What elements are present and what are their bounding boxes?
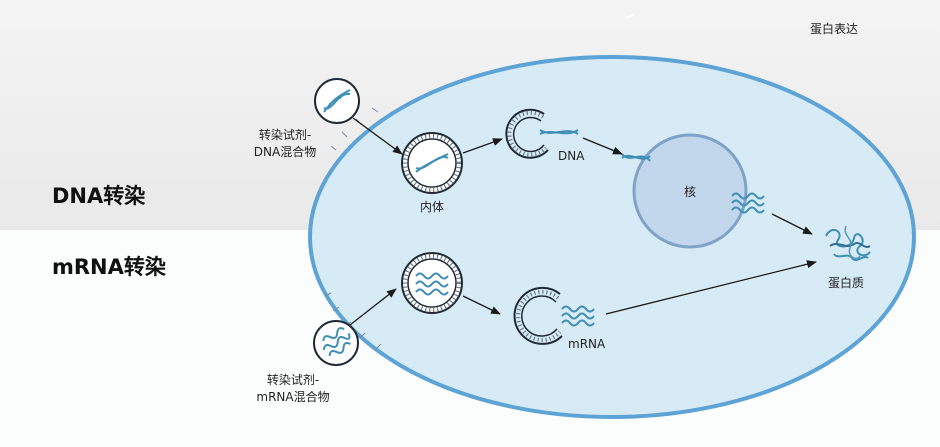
- mrna-strand-released: [561, 305, 595, 327]
- corner-label: 蛋白表达: [810, 22, 859, 36]
- dna-strand-released: [539, 129, 579, 135]
- nucleus-label: 核: [684, 185, 697, 199]
- row-label-dna: DNA转染: [52, 184, 146, 208]
- cell-membrane: [308, 55, 916, 419]
- dna-label: DNA: [558, 149, 585, 163]
- mrna-label: mRNA: [568, 337, 606, 351]
- dna-mix-complex: [314, 78, 360, 124]
- dna-entering-nucleus: [621, 153, 651, 162]
- arrow-mrna-mix-to-endosome: [349, 288, 397, 326]
- arrow-endosome-to-escape-bottom: [462, 295, 501, 315]
- mrna-mix-label-line1: 转染试剂-: [266, 373, 320, 387]
- dna-mix-label-line2: DNA混合物: [253, 145, 317, 159]
- endosome-mrna: [401, 252, 463, 314]
- mrna-in-nucleus: [731, 192, 765, 214]
- arrow-dna-to-nucleus: [582, 137, 623, 155]
- protein-icon: [825, 225, 871, 261]
- arrows: [349, 117, 817, 326]
- mrna-mix-complex: [313, 320, 359, 366]
- endosome-escape-dna: [505, 108, 549, 159]
- arrow-mix-to-endosome: [352, 117, 403, 155]
- arrow-endosome-to-escape: [462, 138, 503, 154]
- endosome-dna: [401, 132, 463, 194]
- protein-label: 蛋白质: [828, 276, 865, 290]
- mrna-mix-label-line2: mRNA混合物: [256, 390, 330, 404]
- arrow-nucleus-to-protein: [771, 213, 813, 235]
- endosome-escape-mrna: [513, 286, 563, 345]
- nucleus: [632, 133, 748, 249]
- speckle: [625, 13, 635, 19]
- dna-mix-label: 转染试剂- DNA混合物: [250, 127, 320, 161]
- dna-mix-label-line1: 转染试剂-: [258, 128, 312, 142]
- row-label-mrna: mRNA转染: [52, 255, 166, 279]
- mrna-mix-label: 转染试剂- mRNA混合物: [250, 372, 336, 406]
- endosome-label: 内体: [419, 200, 444, 214]
- arrow-mrna-to-protein: [605, 260, 817, 315]
